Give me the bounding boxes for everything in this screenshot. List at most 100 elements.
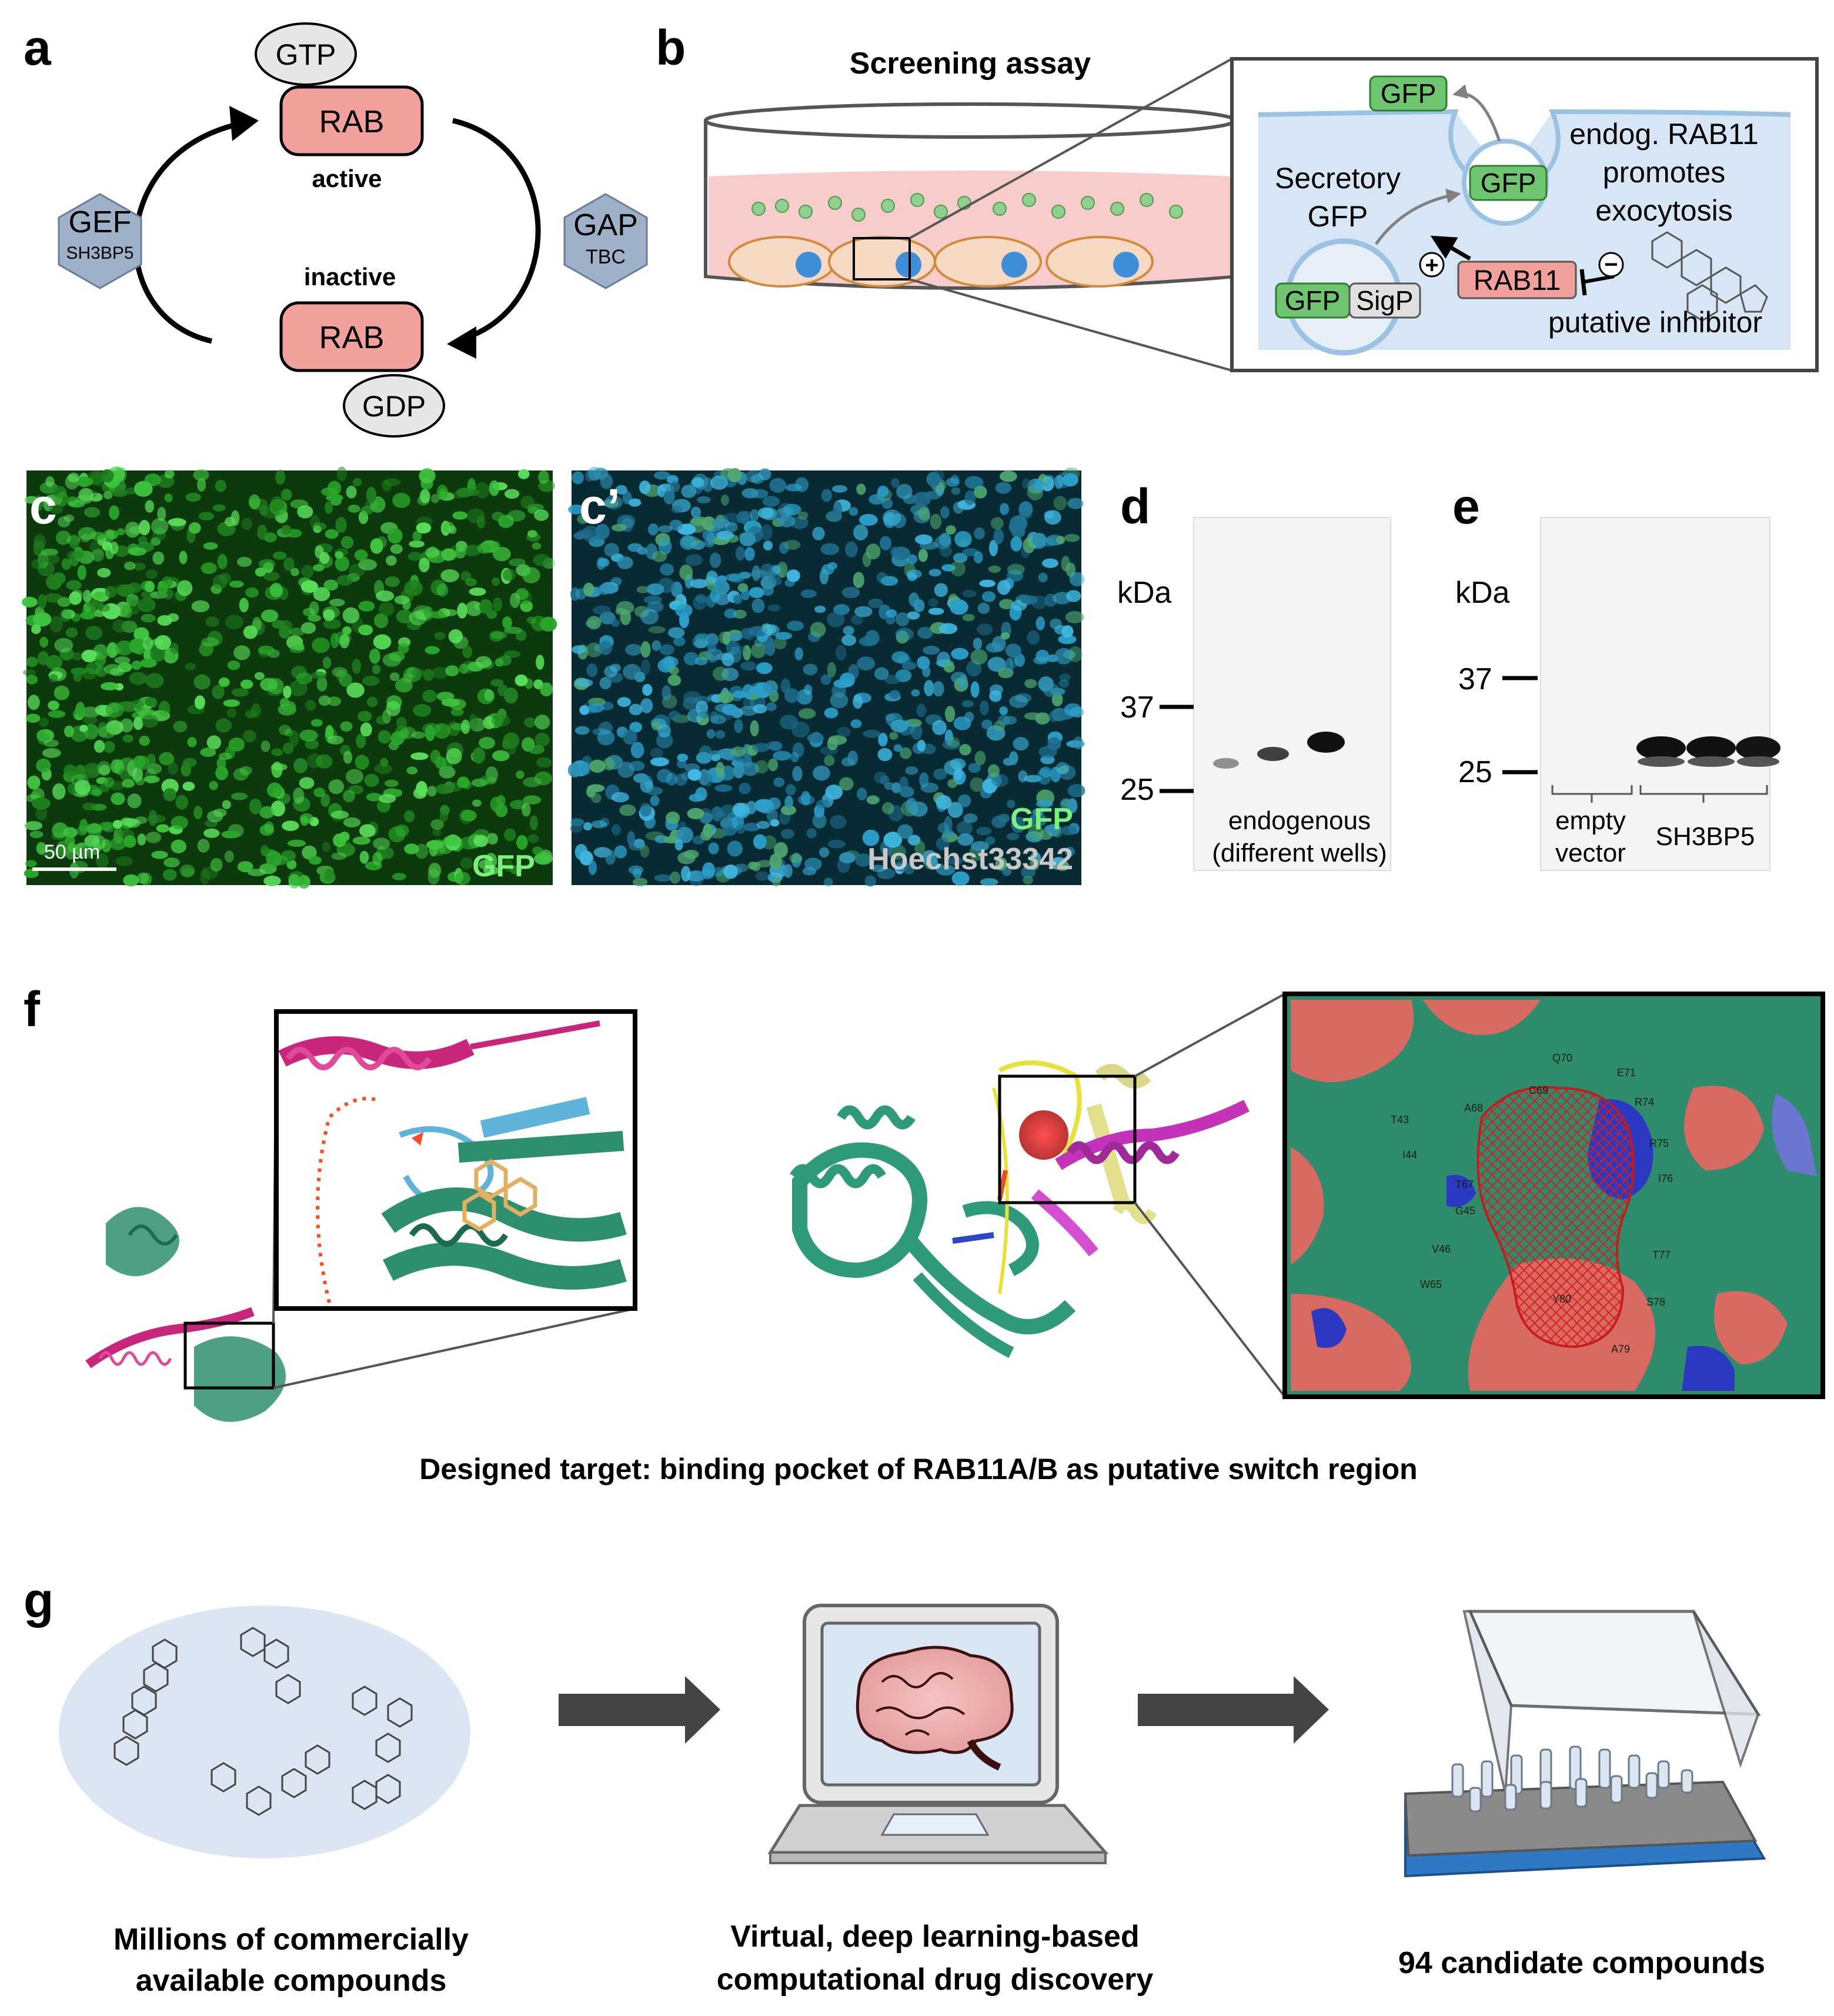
cell-blob	[259, 806, 275, 819]
arrow-vesicle-to-membrane	[1452, 84, 1501, 142]
cell-blob	[105, 529, 115, 542]
cell-blob	[26, 675, 38, 685]
cell-blob	[990, 517, 1004, 530]
cell-blob	[335, 517, 347, 533]
cell-blob	[443, 835, 462, 846]
cell-blob	[491, 541, 501, 552]
cell-blob	[79, 846, 94, 859]
cell-blob	[331, 852, 347, 860]
cell-blob	[920, 782, 939, 793]
minus-circle	[1598, 252, 1624, 278]
cell-blob	[743, 823, 761, 832]
cell-blob	[404, 843, 419, 855]
cell-blob	[679, 565, 693, 580]
cell-blob	[45, 655, 63, 670]
cell-blob	[395, 678, 413, 693]
cell-blob	[299, 777, 315, 789]
cell-blob	[570, 824, 583, 833]
cell-blob	[41, 548, 58, 556]
cell-blob	[330, 633, 340, 649]
cell-blob	[322, 842, 330, 852]
secretory-label-1: Secretory	[1275, 162, 1401, 195]
cell-blob	[426, 840, 444, 850]
cell-blob	[947, 779, 958, 789]
cell-blob	[706, 531, 715, 546]
cell-blob	[145, 569, 158, 579]
cell-blob	[897, 719, 914, 736]
cell-blob	[97, 568, 111, 578]
cell-blob	[714, 784, 733, 792]
cell-blob	[1053, 496, 1067, 510]
cell-blob	[650, 757, 669, 767]
cell-blob	[790, 752, 799, 763]
cell-blob	[163, 788, 176, 802]
cell-blob	[721, 652, 734, 667]
caption-d-2: (different wells)	[1212, 839, 1387, 867]
blot-membrane-e	[1540, 517, 1770, 871]
cell-blob	[237, 861, 253, 873]
cell-blob	[1005, 643, 1021, 657]
cell-blob	[763, 680, 778, 695]
cell-blob	[999, 599, 1014, 609]
gap-hexagon	[563, 193, 648, 289]
rab11-label: RAB11	[1474, 265, 1561, 296]
cell-blob	[600, 702, 614, 710]
cell-blob	[625, 643, 642, 656]
cell-blob	[1061, 625, 1074, 638]
cell-blob	[533, 553, 550, 566]
rab-inactive-box	[279, 301, 424, 372]
rab-active-box	[279, 85, 424, 156]
hoechst-channel-label: Hoechst33342	[867, 842, 1073, 876]
cell-blob	[721, 703, 738, 716]
cell-blob	[24, 496, 38, 504]
cell-blob	[674, 839, 683, 851]
cell-blob	[55, 530, 71, 545]
cell-blob	[267, 782, 283, 798]
cell-blob	[342, 626, 352, 635]
cell-blob	[145, 500, 155, 513]
cell-blob	[175, 795, 189, 810]
cell-blob	[282, 742, 294, 755]
cell-blob	[419, 489, 430, 503]
cell-blob	[507, 510, 526, 522]
cell-blob	[281, 525, 292, 535]
cell-blob	[980, 700, 989, 715]
cell-blob	[52, 822, 68, 839]
cell-blob	[891, 651, 909, 663]
cell-blob	[282, 820, 299, 831]
cell-blob	[886, 609, 897, 618]
cell-blob	[135, 777, 145, 786]
cell-blob	[328, 696, 341, 706]
cell-blob	[995, 482, 1011, 494]
cell-blob	[459, 663, 469, 674]
cell-blob	[240, 679, 253, 689]
cell-blob	[1054, 647, 1073, 665]
cell-blob	[1000, 503, 1009, 515]
cell-blob	[681, 485, 697, 498]
cell-blob	[1043, 475, 1055, 485]
cell-blob	[659, 644, 674, 655]
cell-blob	[382, 480, 392, 492]
cell-blob	[435, 784, 452, 795]
cell-blob	[1000, 632, 1010, 640]
cell-blob	[22, 596, 38, 608]
cell-blob	[271, 748, 283, 756]
cell-blob	[719, 805, 737, 819]
cell-blob	[821, 564, 834, 575]
residue-label: V46	[1432, 1243, 1451, 1255]
secretory-label-2: GFP	[1308, 200, 1368, 233]
cell-blob	[82, 589, 92, 603]
cell-blob	[203, 542, 218, 550]
cell-blob	[691, 477, 704, 488]
cell-blob	[833, 679, 851, 688]
cell-blob	[446, 747, 462, 765]
cell-blob	[711, 518, 730, 528]
cell-blob	[460, 857, 473, 869]
cell-blob	[981, 719, 993, 730]
cell-blob	[1067, 784, 1085, 797]
cell-blob	[42, 748, 61, 758]
cell-blob	[115, 856, 133, 866]
cell-blob	[953, 501, 964, 514]
cell-blob	[1040, 766, 1052, 778]
cell-blob	[343, 817, 361, 827]
